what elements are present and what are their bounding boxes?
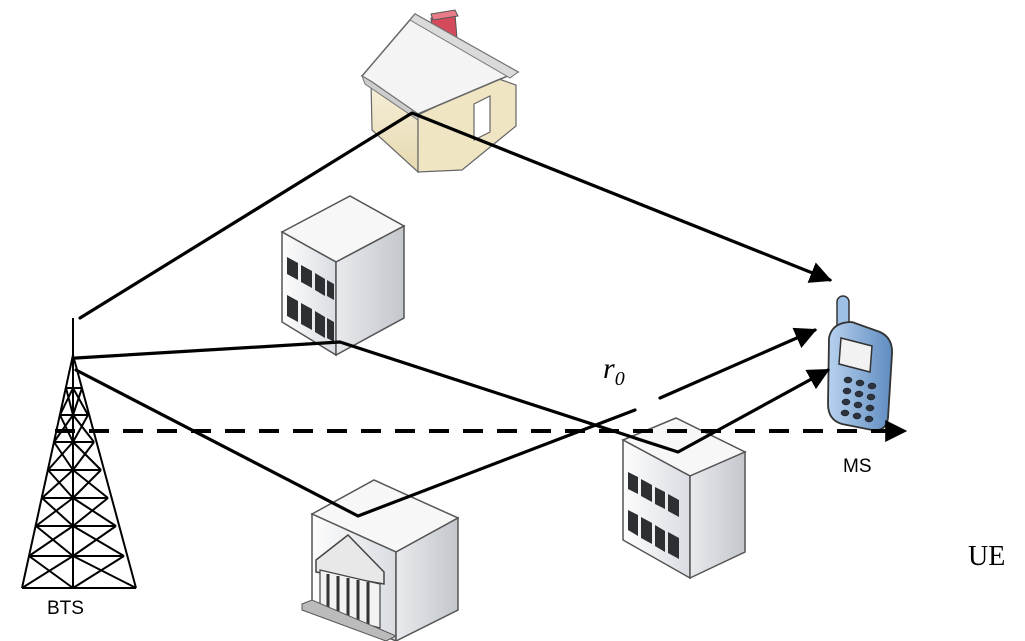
cell-tower-icon [21, 318, 137, 589]
mobile-phone-icon [827, 295, 893, 432]
house-icon [360, 9, 520, 174]
reflected-path-bank [74, 368, 637, 518]
office-building-icon [280, 195, 406, 357]
reflected-path-house [78, 111, 833, 320]
bank-building-icon [301, 479, 460, 641]
ms-label: MS [843, 456, 872, 477]
distance-label: r0 [603, 352, 625, 390]
reflected-path-bank-end [658, 327, 818, 400]
ue-label: UE [968, 541, 1005, 572]
reflected-path-office [74, 340, 830, 454]
bts-label: BTS [47, 598, 84, 619]
office-building-icon [621, 417, 747, 580]
